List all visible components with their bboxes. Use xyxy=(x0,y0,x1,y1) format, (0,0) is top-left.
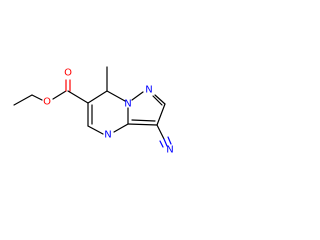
bond-nitrile-triple-c xyxy=(167,136,172,145)
molecule-diagram: O O N N N N xyxy=(0,0,225,154)
bond-nitrile-triple-a xyxy=(163,138,168,147)
bond-c3-nitrile-c xyxy=(156,124,165,140)
ester-oxygen-label: O xyxy=(43,97,51,108)
bond-n1-c2-inner xyxy=(152,95,163,106)
bond-ch2-oxygen xyxy=(31,94,43,101)
nitrile-nitrogen-label: N xyxy=(166,145,173,155)
bond-n4-c3a xyxy=(113,123,129,133)
bond-oxygen-carbonyl-c xyxy=(52,90,67,100)
bond-c5-n4 xyxy=(87,125,104,135)
bond-c3-c3a xyxy=(127,123,158,126)
pyrazole-nitrogen-label: N xyxy=(145,85,152,96)
pyrimidine-nitrogen-label: N xyxy=(104,130,111,141)
bond-carbonyl-c-ring xyxy=(67,90,89,104)
bond-n1-c2 xyxy=(154,94,166,105)
carbonyl-oxygen-label: O xyxy=(64,68,72,79)
structure-svg: O O N N N N xyxy=(13,66,174,155)
bond-c6-c7 xyxy=(87,90,108,104)
bridgehead-nitrogen-label: N xyxy=(124,99,131,110)
bond-c3-c3a-inner xyxy=(131,119,156,122)
bond-c2-c3 xyxy=(156,103,166,126)
bond-methyl-ch2 xyxy=(13,94,33,106)
bond-c7-n-bridge xyxy=(106,90,126,102)
bond-n-bridge-n1 xyxy=(131,91,144,101)
bond-nitrile-triple-b xyxy=(159,140,164,148)
